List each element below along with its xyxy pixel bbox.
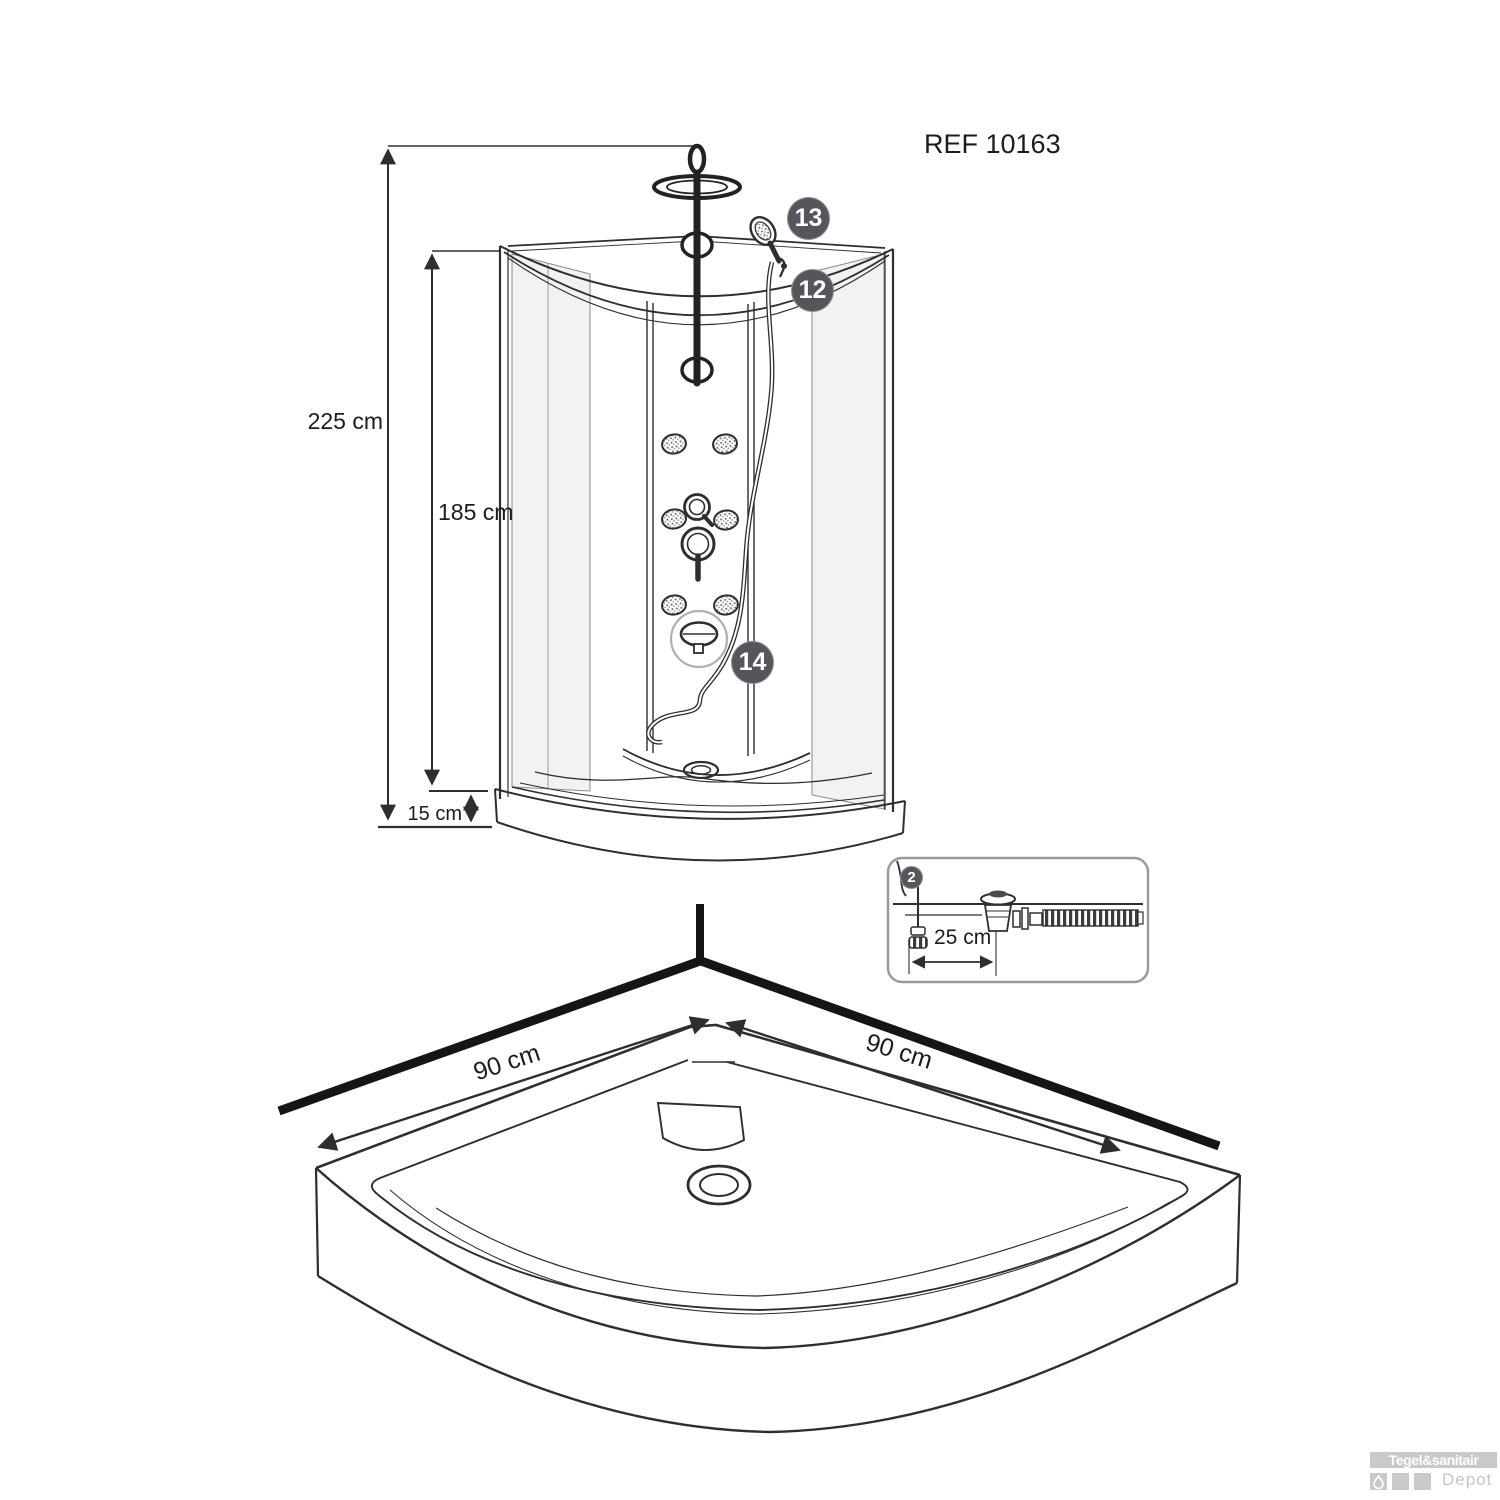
callout-12-top-rail: 12 xyxy=(791,269,834,312)
callout-2-drain-detail: 2 xyxy=(900,866,923,889)
dim-tray-height: 15 cm xyxy=(407,803,462,825)
watermark-brand: Tegel&sanitair xyxy=(1370,1452,1497,1468)
watermark-row: Depot xyxy=(1370,1470,1500,1490)
control-knobs xyxy=(669,493,729,669)
watermark-suffix: Depot xyxy=(1442,1470,1493,1489)
water-drop-icon xyxy=(1370,1473,1387,1490)
ref-label: REF 10163 xyxy=(924,129,1061,159)
dimension-lines-front xyxy=(378,145,697,829)
dim-inner-height: 185 cm xyxy=(438,499,514,525)
drain-detail-inset xyxy=(886,856,1150,984)
cabin-glass-panels xyxy=(511,253,885,810)
dim-drain-offset: 25 cm xyxy=(934,926,992,949)
tray-top-view xyxy=(314,1023,1242,1434)
watermark-logo: Tegel&sanitair Depot xyxy=(1370,1452,1500,1490)
logo-square xyxy=(1414,1473,1431,1490)
cabin-tray-front xyxy=(494,760,906,862)
callout-13-hand-shower: 13 xyxy=(787,197,830,240)
hand-shower-and-hose xyxy=(646,215,787,745)
dimension-lines-top xyxy=(317,1016,1121,1154)
dim-total-height: 225 cm xyxy=(307,408,383,434)
logo-square xyxy=(1392,1473,1409,1490)
body-jets xyxy=(661,433,739,616)
callout-14-diverter: 14 xyxy=(731,641,774,684)
shower-column xyxy=(652,143,742,387)
